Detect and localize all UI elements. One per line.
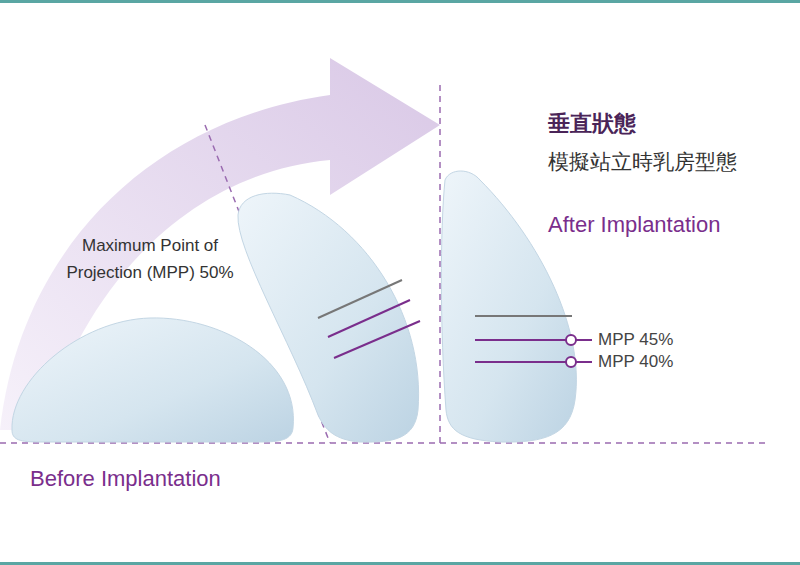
mpp-caption: Maximum Point of Projection (MPP) 50% [55,232,245,286]
implant-upright [441,171,576,442]
implant-tilted [238,193,419,442]
vertical-dash [439,85,441,443]
mpp-value: MPP 40% [598,352,673,372]
subheading: 模擬站立時乳房型態 [548,150,737,175]
leader-line [576,361,592,363]
heading: 垂直狀態 [548,111,636,137]
leader-line [576,339,592,341]
mpp-marker [566,357,576,367]
mpp-line [475,361,566,363]
mpp-line [334,321,420,358]
mpp-line [475,315,572,317]
mpp-line [318,280,402,318]
stage-label: After Implantation [548,212,720,238]
bottom-border [0,562,800,565]
stage-label: Before Implantation [30,466,221,492]
implant-lying [12,318,293,442]
mpp-value: MPP 45% [598,330,673,350]
mpp-line [475,339,566,341]
mpp-marker [566,335,576,345]
top-border [0,0,800,3]
